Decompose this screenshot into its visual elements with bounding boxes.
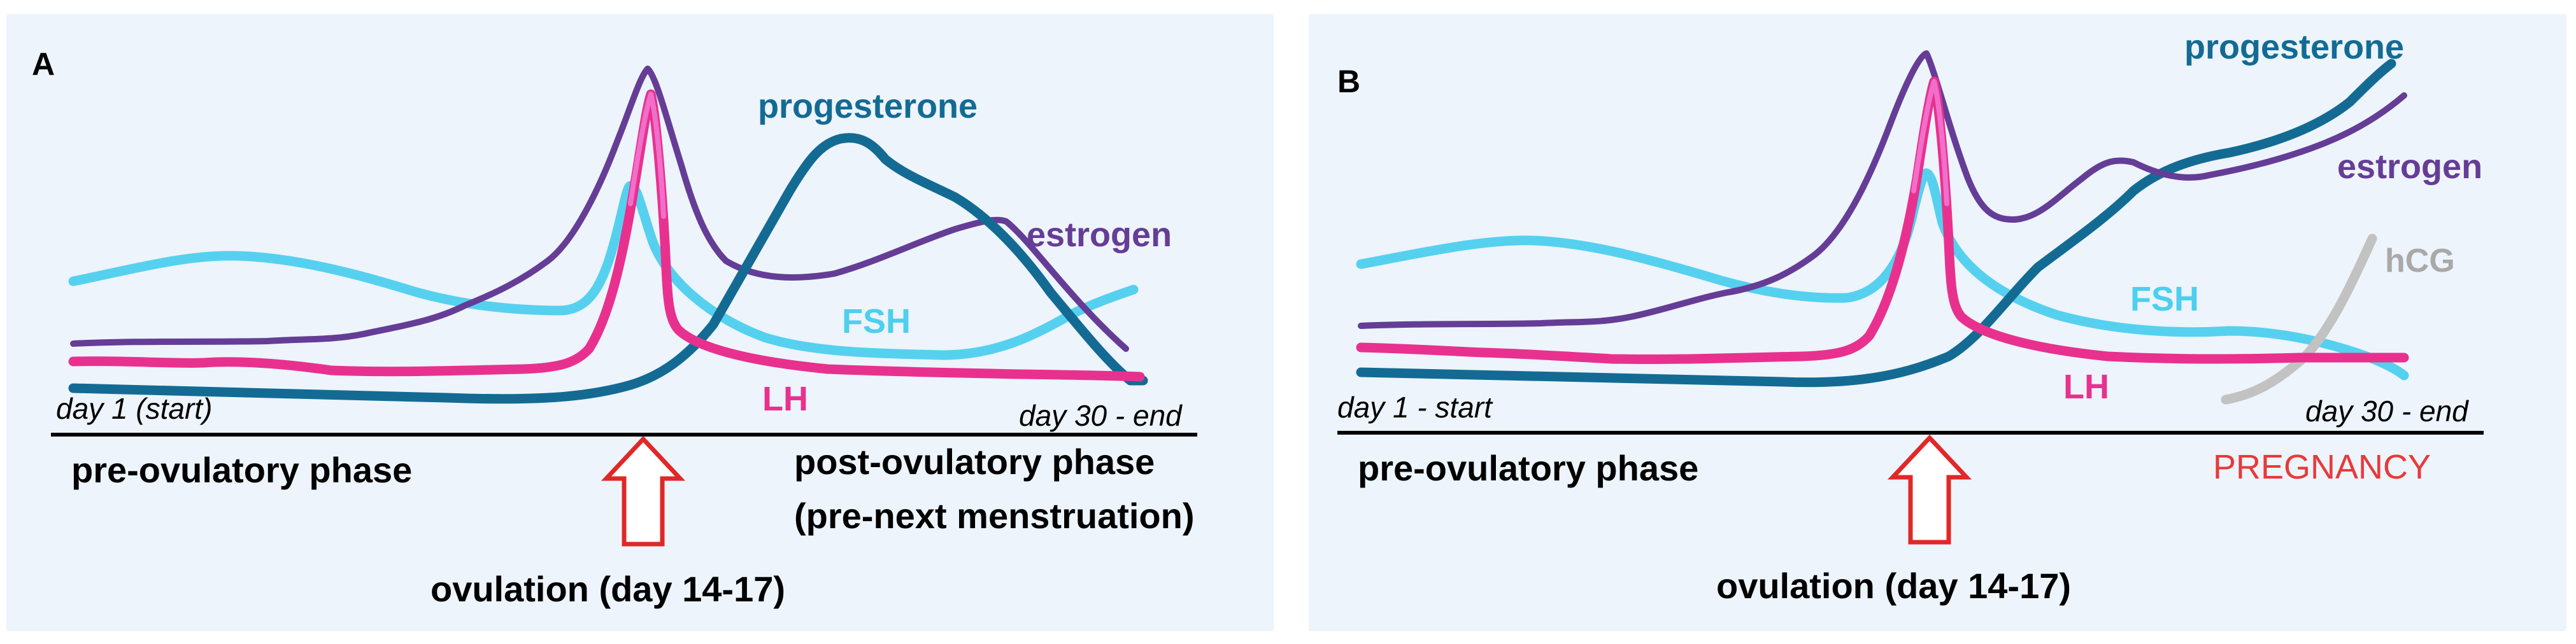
curve-b-hcg: [2221, 234, 2377, 405]
curve-b-lh: [1356, 76, 2409, 365]
panel-a-letter: A: [32, 46, 55, 82]
curve-a-estrogen: [70, 66, 1129, 352]
curve-a-lh: [68, 89, 1145, 382]
ovulation-arrow-b: [1887, 434, 1972, 545]
curve-a-progesterone: [68, 133, 1148, 404]
day-start-b: day 1 - start: [1337, 391, 1493, 424]
phase-left-b: pre-ovulatory phase: [1358, 448, 1698, 488]
label-b-fsh: FSH: [2130, 280, 2199, 318]
curve-b-lh-peak: [1911, 79, 1949, 206]
label-b-estrogen: estrogen: [2337, 148, 2482, 186]
label-b-lh: LH: [2063, 368, 2109, 406]
label-b-progesterone: progesterone: [2184, 28, 2404, 66]
curve-a-lh-peak: [628, 92, 666, 219]
curve-b-estrogen: [1358, 50, 2407, 329]
panel-b-curves: [1356, 50, 2409, 405]
label-a-progesterone: progesterone: [758, 87, 978, 125]
phase-right-b: PREGNANCY: [2213, 448, 2431, 486]
day-end-b: day 30 - end: [2305, 395, 2469, 428]
label-a-lh: LH: [762, 380, 808, 418]
day-end-a: day 30 - end: [1019, 399, 1183, 432]
phase-right-a-line1: post-ovulatory phase: [794, 442, 1155, 482]
panel-a-curves: [68, 66, 1148, 404]
panel-b-letter: B: [1337, 64, 1360, 99]
ovulation-label-a: ovulation (day 14-17): [431, 569, 785, 609]
day-start-a: day 1 (start): [56, 392, 212, 425]
curve-b-fsh: [1356, 168, 2409, 381]
phase-left-a: pre-ovulatory phase: [71, 450, 412, 490]
phase-right-a-line2: (pre-next menstruation): [794, 496, 1195, 536]
curve-b-progesterone: [1356, 59, 2396, 388]
label-a-fsh: FSH: [842, 302, 911, 340]
label-b-hcg: hCG: [2385, 242, 2455, 279]
ovulation-label-b: ovulation (day 14-17): [1716, 566, 2071, 606]
ovulation-arrow-a: [601, 435, 686, 547]
label-a-estrogen: estrogen: [1027, 216, 1172, 254]
